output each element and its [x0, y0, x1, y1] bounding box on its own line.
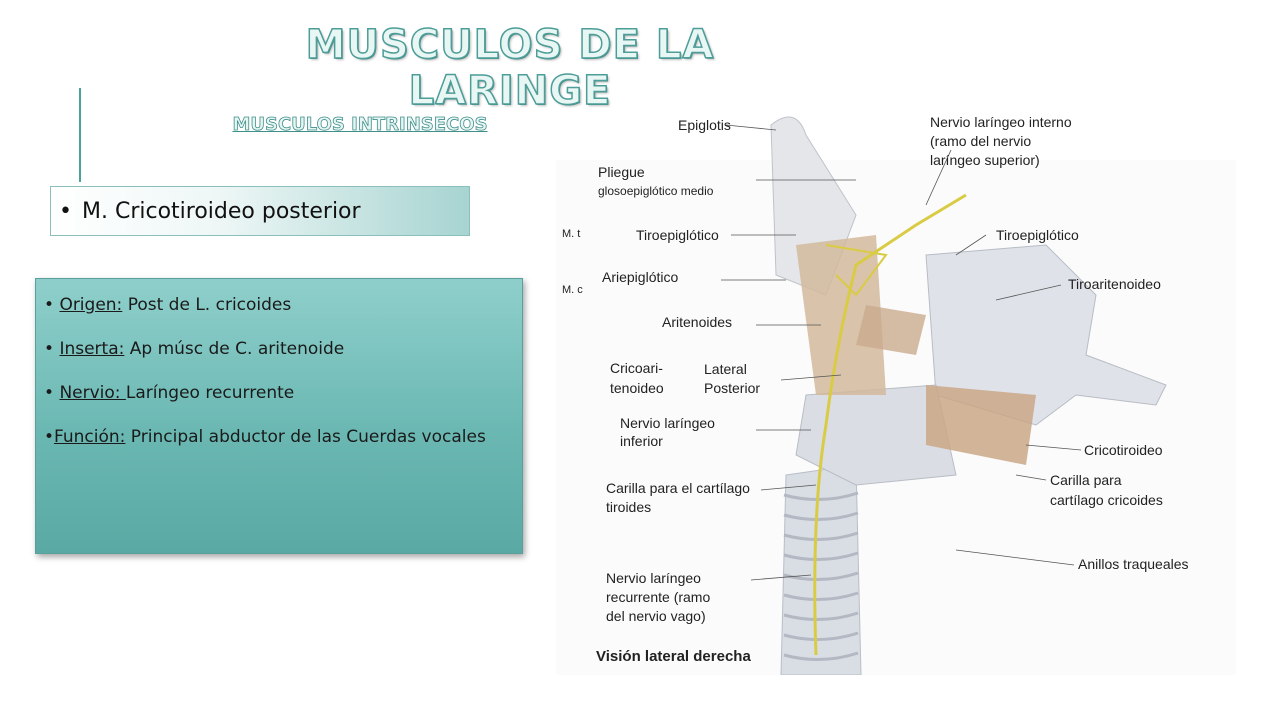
label-carilla-cricoides: Carilla para — [1050, 472, 1122, 488]
accent-line — [79, 88, 81, 182]
label-lateral: Lateral — [704, 361, 747, 377]
slide-title: MUSCULOS DE LA LARINGE — [305, 21, 715, 115]
label-side-1: M. t — [562, 228, 580, 240]
info-text: Laríngeo recurrente — [125, 383, 295, 403]
label-anillos: Anillos traqueales — [1078, 556, 1189, 572]
section-subtitle: MUSCULOS INTRINSECOS — [232, 114, 488, 136]
label-nervio-interno-2: (ramo del nervio — [930, 133, 1031, 149]
label-carilla-tiroides: Carilla para el cartílago — [606, 480, 750, 496]
bullet-icon: • — [44, 339, 60, 359]
label-nervio-recurrente-3: del nervio vago) — [606, 608, 706, 624]
label-tiroaritenoideo: Tiroaritenoideo — [1068, 276, 1161, 292]
larynx-illustration: Epiglotis Pliegue glosoepiglótico medio … — [556, 114, 1236, 675]
info-item-funcion: •Función: Principal abductor de las Cuer… — [44, 425, 508, 449]
label-cricoari-2: tenoideo — [610, 380, 664, 396]
info-label: Inserta: — [59, 339, 125, 359]
label-aritenoides: Aritenoides — [662, 314, 732, 330]
label-nervio-recurrente-2: recurrente (ramo — [606, 589, 710, 605]
label-posterior: Posterior — [704, 380, 760, 396]
label-cricoari: Cricoari- — [610, 360, 663, 376]
muscle-name-box: • M. Cricotiroideo posterior — [50, 186, 470, 236]
label-ariepiglotico: Ariepiglótico — [602, 269, 678, 285]
label-side-2: M. c — [562, 284, 583, 296]
bullet-icon: • — [44, 295, 60, 315]
label-nervio-interno-3: laríngeo superior) — [930, 152, 1040, 168]
info-label: Función: — [54, 427, 126, 447]
muscle-name: M. Cricotiroideo posterior — [81, 198, 361, 224]
info-label: Origen: — [59, 295, 123, 315]
info-item-nervio: • Nervio: Laríngeo recurrente — [44, 381, 508, 405]
label-carilla-tiroides-2: tiroides — [606, 499, 651, 515]
label-nervio-inferior-2: inferior — [620, 433, 663, 449]
label-cricotiroideo: Cricotiroideo — [1084, 442, 1163, 458]
info-item-origen: • Origen: Post de L. cricoides — [44, 293, 508, 317]
bullet-icon: • — [44, 383, 60, 403]
label-nervio-inferior: Nervio laríngeo — [620, 415, 715, 431]
label-tiroepiglotico-left: Tiroepiglótico — [636, 227, 719, 243]
info-label: Nervio: — [59, 383, 126, 403]
muscle-info-box: • Origen: Post de L. cricoides • Inserta… — [35, 278, 523, 554]
label-pliegue: Pliegue — [598, 164, 645, 180]
label-tiroepiglotico-right: Tiroepiglótico — [996, 227, 1079, 243]
label-nervio-interno: Nervio laríngeo interno — [930, 114, 1072, 130]
info-text: Ap músc de C. aritenoide — [124, 339, 345, 359]
info-text: Principal abductor de las Cuerdas vocale… — [125, 427, 486, 447]
label-epiglotis: Epiglotis — [678, 117, 731, 133]
label-vision: Visión lateral derecha — [596, 648, 751, 665]
info-text: Post de L. cricoides — [127, 295, 292, 315]
label-nervio-recurrente: Nervio laríngeo — [606, 570, 701, 586]
bullet-icon: • — [59, 198, 72, 224]
bullet-icon: • — [44, 427, 55, 447]
label-pliegue-2: glosoepiglótico medio — [598, 184, 714, 198]
label-carilla-cricoides-2: cartílago cricoides — [1050, 492, 1163, 508]
info-item-inserta: • Inserta: Ap músc de C. aritenoide — [44, 337, 508, 361]
